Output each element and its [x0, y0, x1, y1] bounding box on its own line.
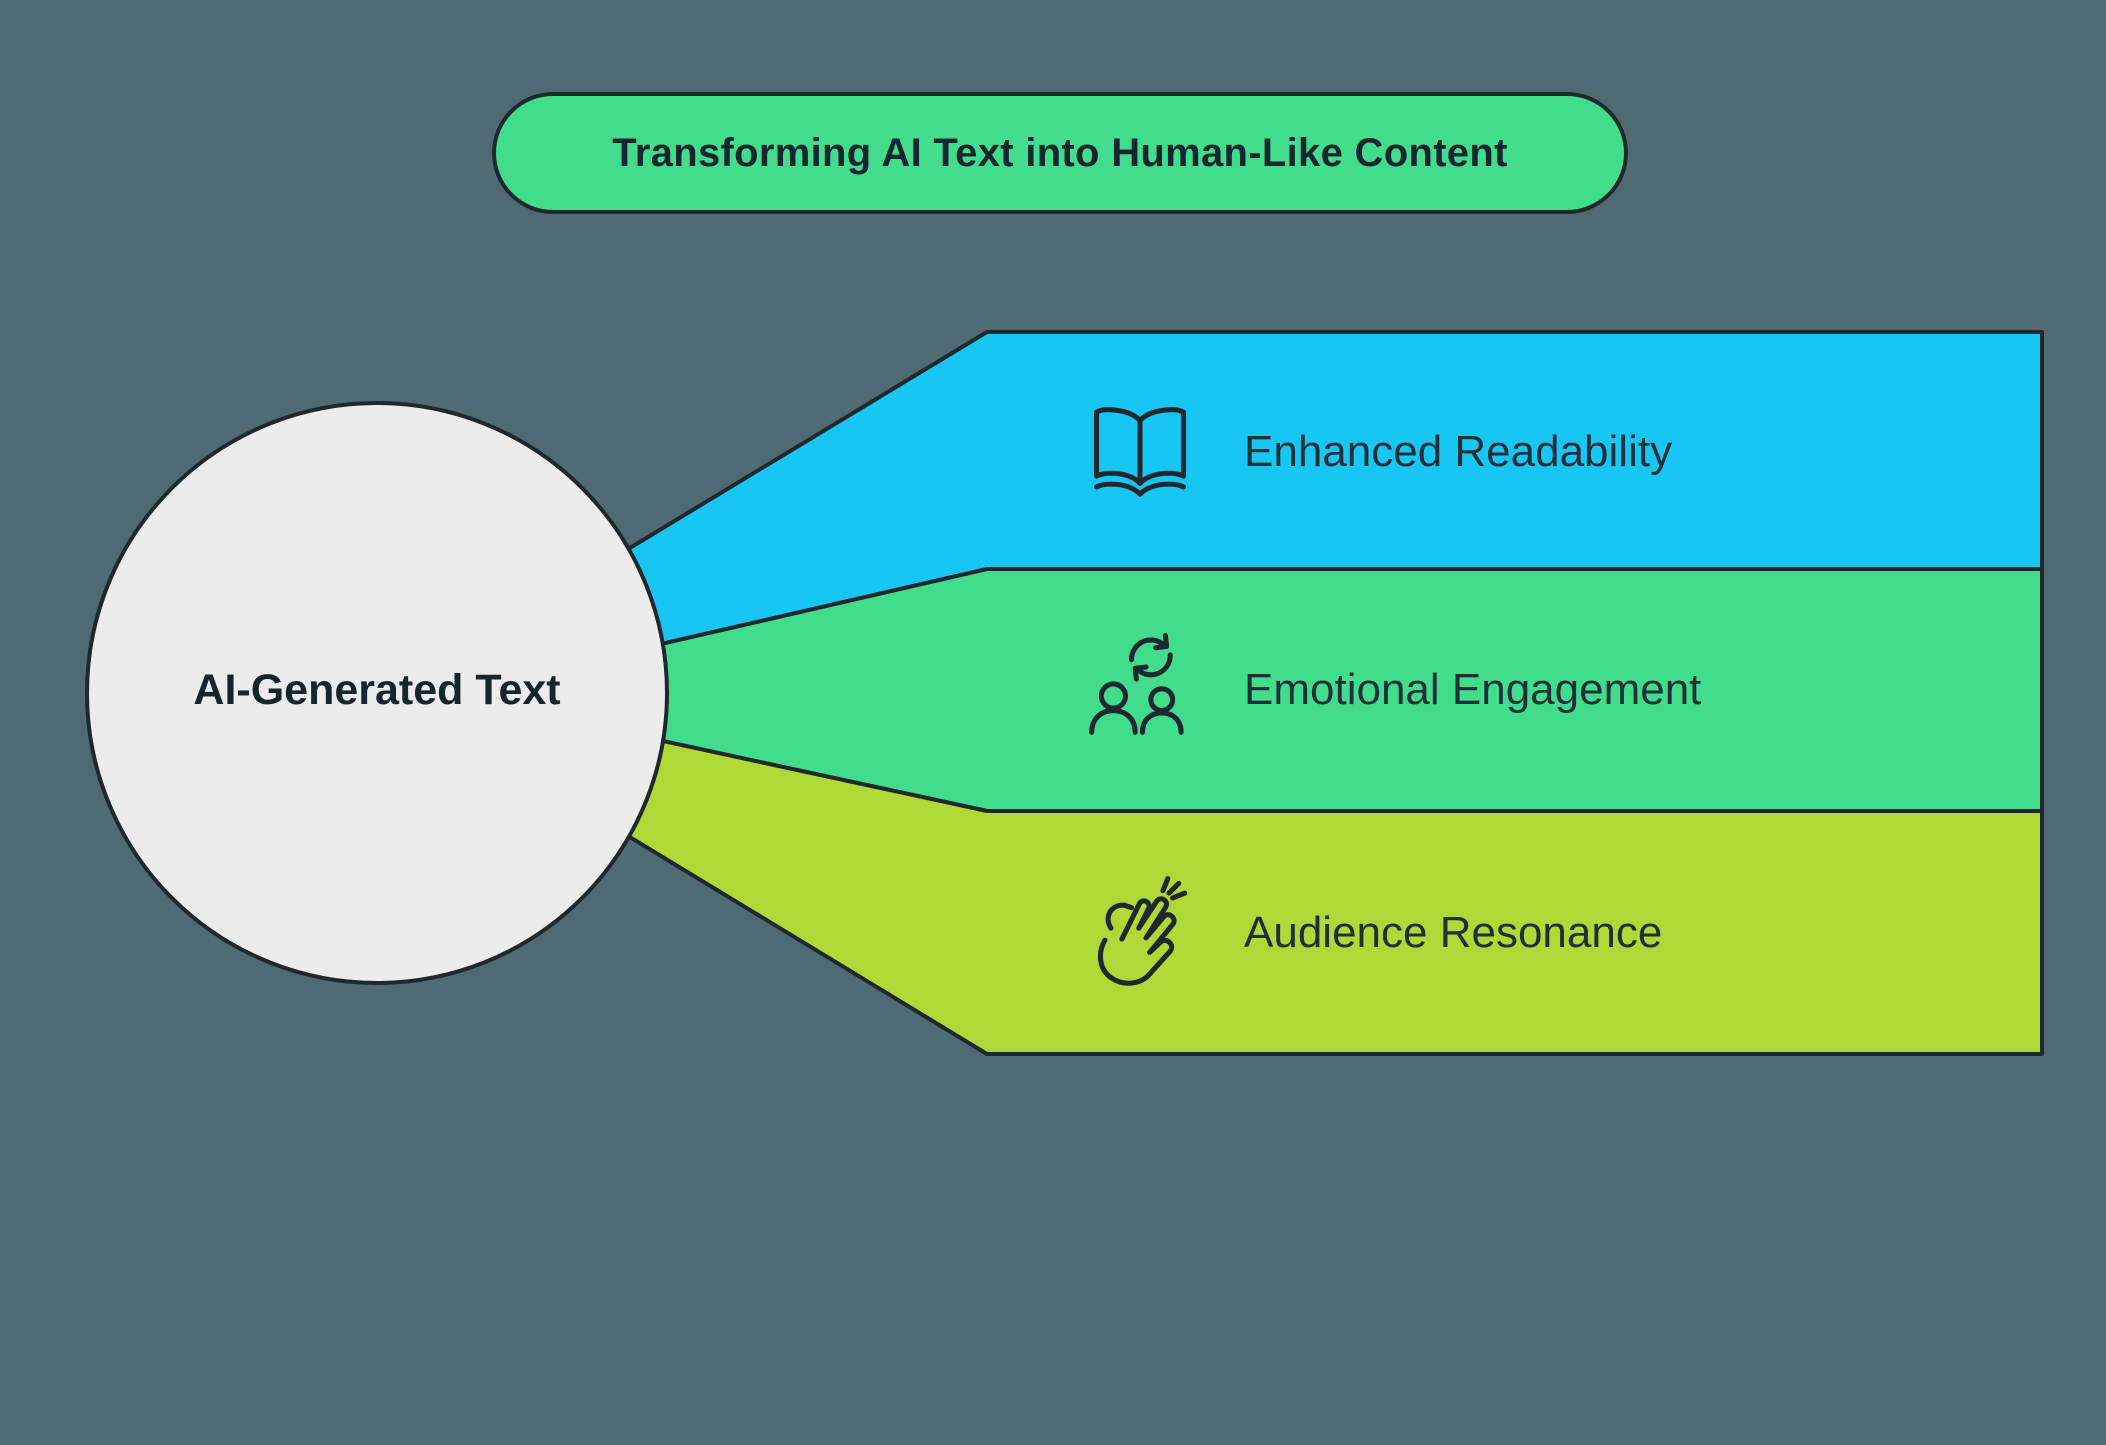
source-circle [85, 401, 669, 985]
branch-resonance: Audience Resonance [1082, 875, 1662, 991]
page-title: Transforming AI Text into Human-Like Con… [612, 130, 1508, 175]
branch-label-engagement: Emotional Engagement [1244, 665, 1702, 714]
title-banner: Transforming AI Text into Human-Like Con… [492, 92, 1628, 214]
branch-engagement: Emotional Engagement [1082, 632, 1701, 748]
community-icon [1082, 632, 1198, 748]
branch-label-resonance: Audience Resonance [1244, 908, 1663, 957]
clapping-hands-icon [1082, 875, 1198, 991]
branch-readability: Enhanced Readability [1082, 394, 1672, 510]
open-book-icon [1082, 394, 1198, 510]
branch-label-readability: Enhanced Readability [1244, 427, 1673, 476]
source-label: AI-Generated Text [193, 666, 561, 714]
